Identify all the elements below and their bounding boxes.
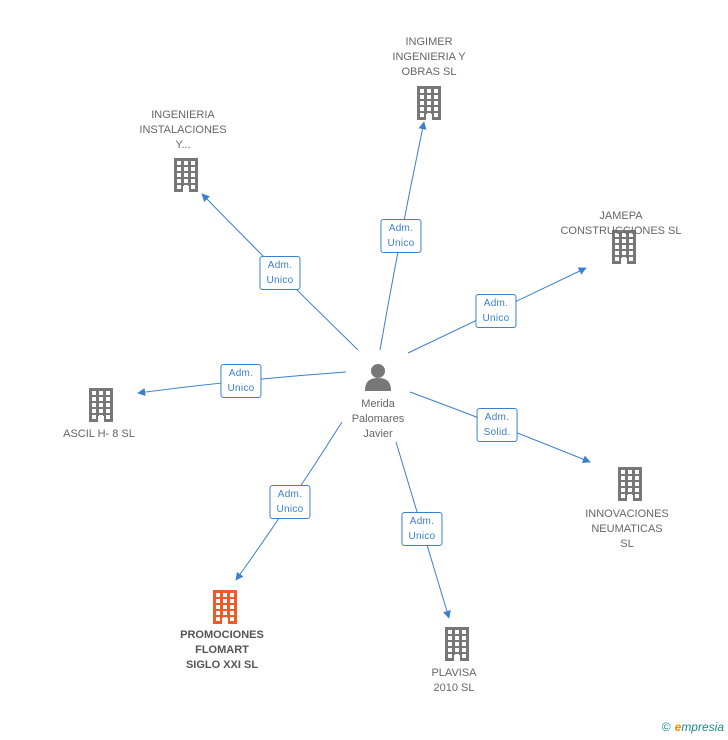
edge-label-plavisa[interactable]: Adm. Unico: [401, 512, 443, 546]
company-label-jamepa[interactable]: JAMEPA CONSTRUCCIONES SL: [560, 210, 682, 237]
center-person-name[interactable]: Merida Palomares Javier: [351, 398, 405, 440]
building-icon[interactable]: [171, 158, 201, 197]
building-icon[interactable]: [442, 627, 472, 666]
edge-label-jamepa[interactable]: Adm. Unico: [475, 294, 517, 328]
edge-label-ingimer[interactable]: Adm. Unico: [380, 219, 422, 253]
edge-label-ingenieria[interactable]: Adm. Unico: [259, 256, 301, 290]
building-icon[interactable]: [86, 388, 116, 427]
footer-brand: ©empresia: [662, 720, 724, 734]
company-label-plavisa[interactable]: PLAVISA 2010 SL: [431, 667, 477, 694]
company-label-innovaciones[interactable]: INNOVACIONES NEUMATICAS SL: [585, 508, 669, 550]
brand-name: mpresia: [681, 720, 724, 734]
brand-initial: e: [674, 720, 682, 734]
building-icon[interactable]: [210, 590, 240, 629]
edge-label-innovaciones[interactable]: Adm. Solid.: [476, 408, 518, 442]
building-icon[interactable]: [615, 467, 645, 506]
building-icon[interactable]: [414, 86, 444, 125]
edge-label-promociones[interactable]: Adm. Unico: [269, 485, 311, 519]
person-icon[interactable]: [364, 362, 392, 397]
copyright-symbol: ©: [661, 720, 671, 734]
building-icon[interactable]: [609, 230, 639, 269]
company-label-ascil[interactable]: ASCIL H- 8 SL: [63, 428, 135, 440]
company-label-promociones[interactable]: PROMOCIONES FLOMART SIGLO XXI SL: [180, 629, 264, 671]
company-label-ingenieria[interactable]: INGENIERIA INSTALACIONES Y...: [139, 109, 227, 151]
company-label-ingimer[interactable]: INGIMER INGENIERIA Y OBRAS SL: [392, 36, 466, 78]
edge-label-ascil[interactable]: Adm. Unico: [220, 364, 262, 398]
